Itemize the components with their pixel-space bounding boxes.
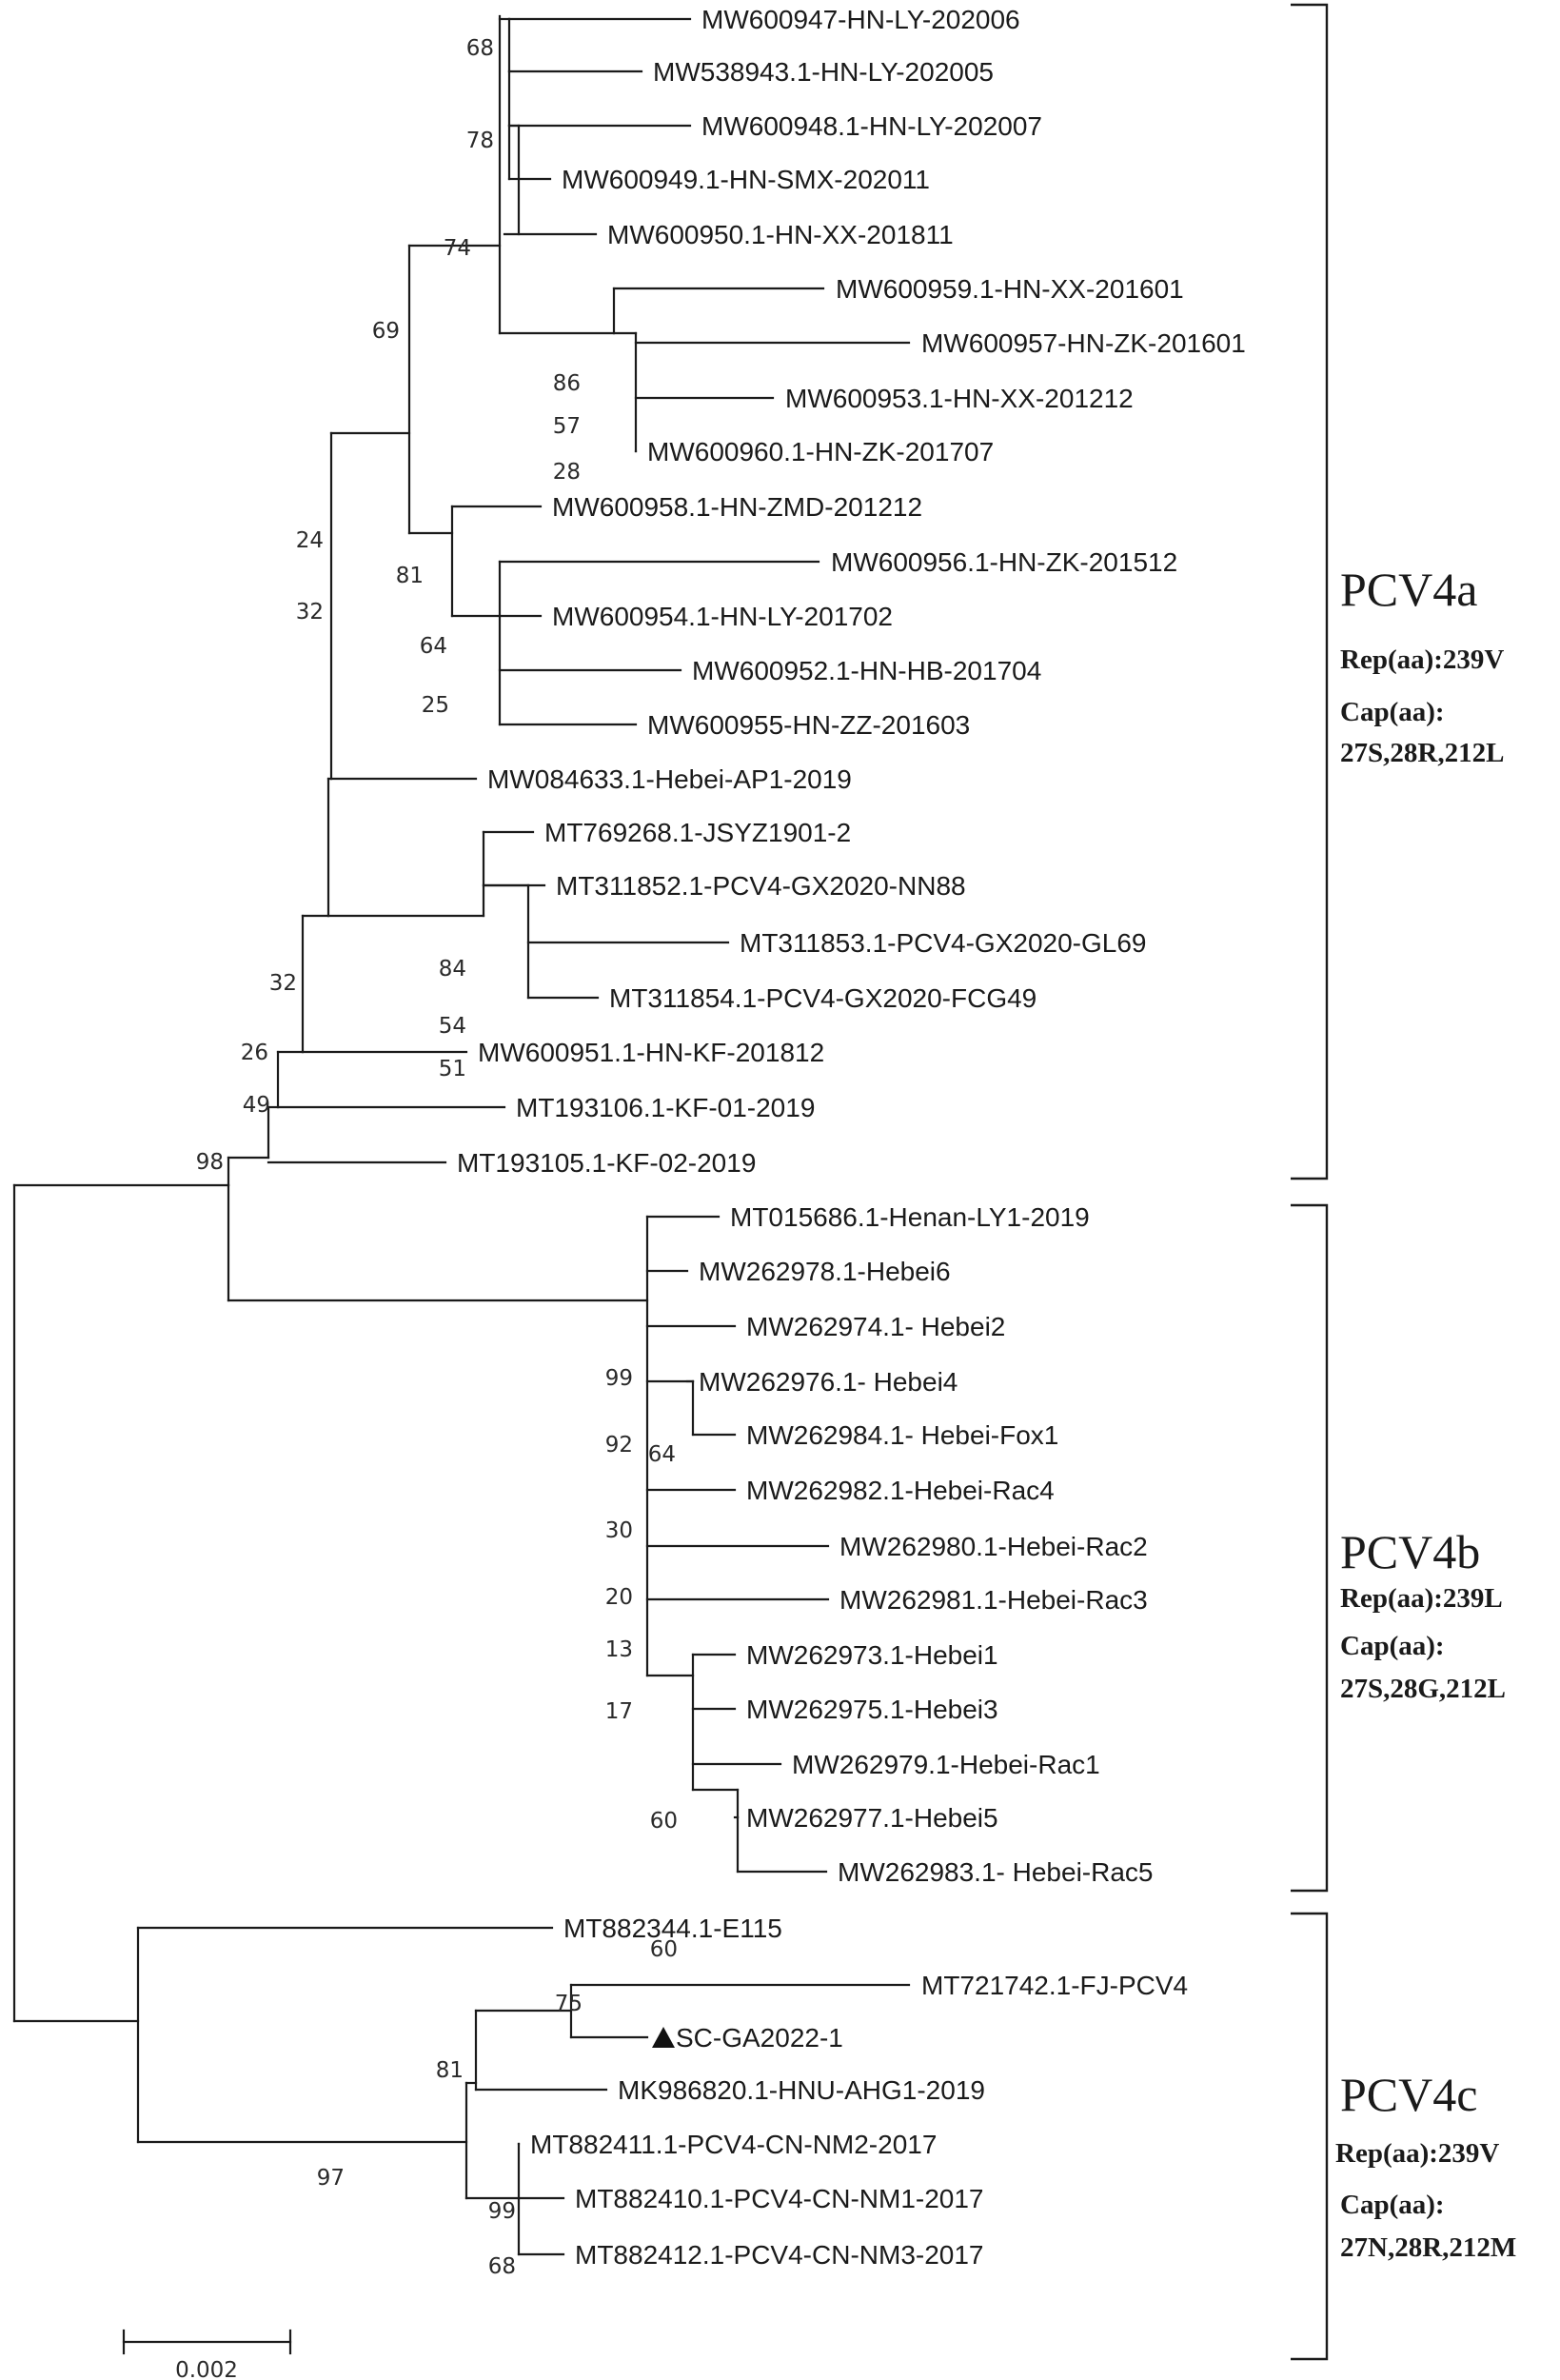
clade-cap-label-pcv4c: Cap(aa): — [1340, 2190, 1445, 2220]
clade-bracket-pcv4a — [1291, 3, 1329, 1180]
leaf-label: MT015686.1-Henan-LY1-2019 — [730, 1202, 1090, 1232]
bootstrap-value: 13 — [605, 1637, 633, 1662]
bootstrap-value: 69 — [372, 319, 400, 344]
bootstrap-value: 98 — [196, 1150, 224, 1175]
leaf-label: MT311853.1-PCV4-GX2020-GL69 — [740, 928, 1147, 958]
bootstrap-value: 99 — [605, 1366, 633, 1391]
clade-bracket-pcv4b — [1291, 1203, 1329, 1893]
clade-name-pcv4a: PCV4a — [1340, 563, 1477, 616]
leaf-label: MW262976.1- Hebei4 — [699, 1367, 958, 1397]
clade-name-pcv4c: PCV4c — [1340, 2068, 1477, 2121]
bootstrap-value: 60 — [650, 1937, 678, 1962]
leaf-label: MT882410.1-PCV4-CN-NM1-2017 — [575, 2184, 984, 2213]
clade-cap-sites-pcv4c: 27N,28R,212M — [1340, 2232, 1516, 2263]
leaf-label: MW600958.1-HN-ZMD-201212 — [552, 492, 922, 522]
bootstrap-value: 74 — [444, 236, 471, 261]
bootstrap-value: 17 — [605, 1699, 633, 1724]
leaf-label: MK986820.1-HNU-AHG1-2019 — [618, 2075, 985, 2105]
leaf-label: MT193105.1-KF-02-2019 — [457, 1148, 756, 1178]
bootstrap-value: 49 — [243, 1093, 270, 1118]
leaf-label: MW600959.1-HN-XX-201601 — [836, 274, 1184, 304]
leaf-labels: MW600947-HN-LY-202006MW538943.1-HN-LY-20… — [457, 5, 1246, 2270]
clade-cap-sites-pcv4a: 27S,28R,212L — [1340, 738, 1504, 768]
leaf-label: MW600950.1-HN-XX-201811 — [607, 220, 954, 249]
leaf-label: MW600960.1-HN-ZK-201707 — [647, 437, 994, 466]
bootstrap-value: 64 — [420, 634, 447, 659]
leaf-label: MW600947-HN-LY-202006 — [701, 5, 1020, 34]
leaf-label: MW600951.1-HN-KF-201812 — [478, 1038, 824, 1067]
leaf-label: MW262980.1-Hebei-Rac2 — [839, 1532, 1148, 1561]
bootstrap-labels: 68 78 74 86 57 28 69 81 64 25 24 32 84 54 51 32 26 49 98 99… — [196, 36, 678, 2279]
leaf-label: MW600953.1-HN-XX-201212 — [785, 384, 1134, 413]
leaf-label: MT769268.1-JSYZ1901-2 — [544, 818, 851, 847]
bootstrap-value: 51 — [439, 1057, 466, 1081]
leaf-label: MW600957-HN-ZK-201601 — [921, 328, 1246, 358]
bootstrap-value: 92 — [605, 1433, 633, 1458]
leaf-label: MW262977.1-Hebei5 — [746, 1803, 998, 1833]
bootstrap-value: 99 — [488, 2199, 516, 2224]
leaf-label: MW600952.1-HN-HB-201704 — [692, 656, 1041, 685]
bootstrap-value: 32 — [296, 600, 324, 625]
bootstrap-value: 75 — [555, 1992, 583, 2016]
bootstrap-value: 78 — [466, 129, 494, 153]
clade-name-pcv4b: PCV4b — [1340, 1525, 1480, 1578]
bootstrap-value: 68 — [488, 2254, 516, 2279]
clade-bracket-pcv4c — [1291, 1912, 1329, 2361]
tree-branches — [12, 14, 911, 2256]
leaf-label: MW600948.1-HN-LY-202007 — [701, 111, 1042, 141]
leaf-label: MW600954.1-HN-LY-201702 — [552, 602, 893, 631]
leaf-label: MW262983.1- Hebei-Rac5 — [838, 1857, 1154, 1887]
bootstrap-value: 26 — [241, 1041, 268, 1065]
leaf-label: MW600956.1-HN-ZK-201512 — [831, 547, 1177, 577]
clade-rep-pcv4a: Rep(aa):239V — [1340, 645, 1504, 675]
leaf-label: MT721742.1-FJ-PCV4 — [921, 1971, 1188, 2000]
bootstrap-value: 25 — [422, 693, 449, 718]
scale-bar-label: 0.002 — [175, 2358, 238, 2380]
leaf-label: MT193106.1-KF-01-2019 — [516, 1093, 815, 1122]
leaf-label: MW262975.1-Hebei3 — [746, 1695, 998, 1724]
highlight-triangle-icon — [652, 2027, 675, 2048]
leaf-label: MT311854.1-PCV4-GX2020-FCG49 — [609, 983, 1037, 1013]
bootstrap-value: 81 — [396, 564, 424, 588]
bootstrap-value: 24 — [296, 528, 324, 553]
clade-cap-sites-pcv4b: 27S,28G,212L — [1340, 1674, 1506, 1704]
bootstrap-value: 64 — [648, 1442, 676, 1467]
bootstrap-value: 28 — [553, 460, 581, 485]
scale-bar — [122, 2329, 292, 2355]
leaf-label: MW262978.1-Hebei6 — [699, 1257, 951, 1286]
leaf-label: MW600949.1-HN-SMX-202011 — [562, 165, 930, 194]
bootstrap-value: 57 — [553, 414, 581, 439]
clade-cap-label-pcv4b: Cap(aa): — [1340, 1631, 1445, 1661]
leaf-label: MW538943.1-HN-LY-202005 — [653, 57, 994, 87]
bootstrap-value: 60 — [650, 1809, 678, 1834]
leaf-label: MW262981.1-Hebei-Rac3 — [839, 1585, 1148, 1615]
leaf-label: SC-GA2022-1 — [676, 2023, 843, 2053]
leaf-label: MW262984.1- Hebei-Fox1 — [746, 1420, 1058, 1450]
bootstrap-value: 20 — [605, 1585, 633, 1610]
leaf-label: MW262982.1-Hebei-Rac4 — [746, 1476, 1055, 1505]
bootstrap-value: 84 — [439, 957, 466, 982]
leaf-label: MT882412.1-PCV4-CN-NM3-2017 — [575, 2240, 984, 2270]
bootstrap-value: 32 — [269, 971, 297, 996]
leaf-label: MT882344.1-E115 — [563, 1914, 782, 1943]
leaf-label: MW600955-HN-ZZ-201603 — [647, 710, 970, 740]
leaf-label: MW262979.1-Hebei-Rac1 — [792, 1750, 1100, 1779]
bootstrap-value: 97 — [317, 2166, 345, 2191]
leaf-label: MW262973.1-Hebei1 — [746, 1640, 998, 1670]
bootstrap-value: 68 — [466, 36, 494, 61]
leaf-label: MW262974.1- Hebei2 — [746, 1312, 1005, 1341]
bootstrap-value: 30 — [605, 1518, 633, 1543]
bootstrap-value: 54 — [439, 1014, 466, 1039]
leaf-label: MT882411.1-PCV4-CN-NM2-2017 — [530, 2130, 937, 2159]
bootstrap-value: 81 — [436, 2058, 464, 2083]
leaf-label: MW084633.1-Hebei-AP1-2019 — [487, 764, 852, 794]
clade-rep-pcv4c: Rep(aa):239V — [1335, 2138, 1499, 2169]
bootstrap-value: 86 — [553, 371, 581, 396]
clade-rep-pcv4b: Rep(aa):239L — [1340, 1583, 1503, 1614]
leaf-label: MT311852.1-PCV4-GX2020-NN88 — [556, 871, 966, 901]
clade-cap-label-pcv4a: Cap(aa): — [1340, 697, 1445, 727]
